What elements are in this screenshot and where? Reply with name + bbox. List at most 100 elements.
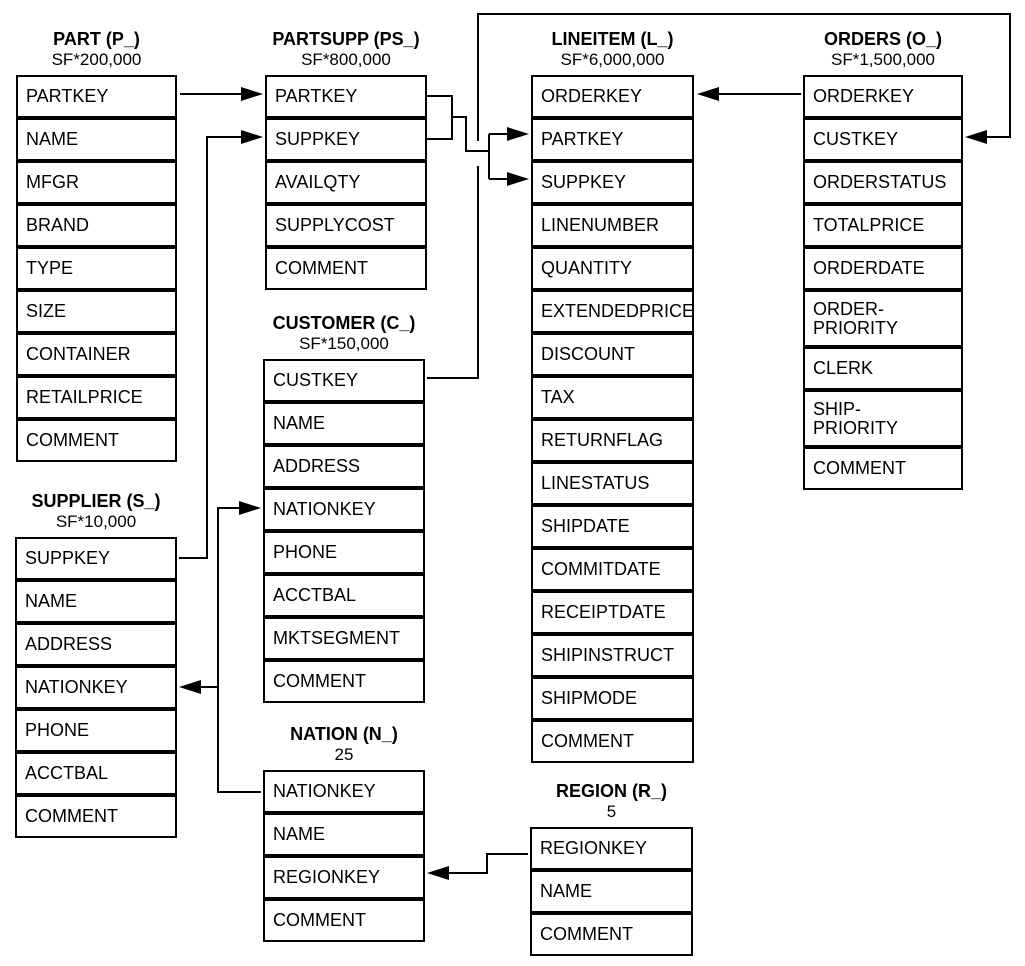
column-totalprice: TOTALPRICE [803,204,963,247]
column-suppkey: SUPPKEY [531,161,694,204]
arrow-nation-nationkey-to-customer-and-supplier [179,501,261,793]
table-title: REGION (R_) [555,781,667,801]
column-discount: DISCOUNT [531,333,694,376]
column-partkey: PARTKEY [531,118,694,161]
column-retailprice: RETAILPRICE [16,376,177,419]
table-title: CUSTOMER (C_) [272,313,416,333]
arrowhead-right-icon [239,501,261,515]
column-shipmode: SHIPMODE [531,677,694,720]
column-availqty: AVAILQTY [265,161,427,204]
table-cardinality: SF*200,000 [51,50,142,69]
column-address: ADDRESS [263,445,425,488]
arrow-region-regionkey-to-nation-regionkey [427,853,528,880]
column-type: TYPE [16,247,177,290]
column-extendedprice: EXTENDEDPRICE [531,290,694,333]
column-commitdate: COMMITDATE [531,548,694,591]
column-size: SIZE [16,290,177,333]
column-orderkey: ORDERKEY [531,75,694,118]
arrowhead-left-icon [427,866,449,880]
column-linenumber: LINENUMBER [531,204,694,247]
column-comment: COMMENT [15,795,177,838]
column-nationkey: NATIONKEY [263,770,425,813]
column-comment: COMMENT [803,447,963,490]
column-order-priority: ORDER- PRIORITY [803,290,963,347]
column-brand: BRAND [16,204,177,247]
column-phone: PHONE [263,531,425,574]
column-tax: TAX [531,376,694,419]
column-clerk: CLERK [803,347,963,390]
table-title: LINEITEM (L_) [551,29,674,49]
table-cardinality: SF*150,000 [299,334,389,353]
column-name: NAME [15,580,177,623]
column-shipinstruct: SHIPINSTRUCT [531,634,694,677]
column-ship-priority: SHIP- PRIORITY [803,390,963,447]
column-comment: COMMENT [265,247,427,290]
table-cardinality: SF*1,500,000 [831,50,935,69]
column-supplycost: SUPPLYCOST [265,204,427,247]
column-comment: COMMENT [263,899,425,942]
arrowhead-left-icon [697,87,719,101]
column-name: NAME [530,870,693,913]
arrowhead-right-icon [241,130,263,144]
column-address: ADDRESS [15,623,177,666]
arrow-supplier-suppkey-to-partsupp-suppkey [179,130,263,559]
arrowhead-left-icon [965,130,987,144]
column-name: NAME [263,402,425,445]
arrow-partsupp-keys-to-lineitem-keys [427,95,529,186]
column-suppkey: SUPPKEY [265,118,427,161]
column-orderstatus: ORDERSTATUS [803,161,963,204]
column-mfgr: MFGR [16,161,177,204]
column-returnflag: RETURNFLAG [531,419,694,462]
arrowhead-right-icon [507,127,529,141]
column-comment: COMMENT [531,720,694,763]
table-cardinality: SF*800,000 [301,50,391,69]
column-linestatus: LINESTATUS [531,462,694,505]
column-comment: COMMENT [530,913,693,956]
table-cardinality: SF*10,000 [55,512,137,531]
column-name: NAME [263,813,425,856]
column-acctbal: ACCTBAL [263,574,425,617]
table-cardinality: 25 [334,745,354,764]
column-orderkey: ORDERKEY [803,75,963,118]
column-suppkey: SUPPKEY [15,537,177,580]
table-title: ORDERS (O_) [823,29,942,49]
column-mktsegment: MKTSEGMENT [263,617,425,660]
table-title: PARTSUPP (PS_) [272,29,420,49]
column-container: CONTAINER [16,333,177,376]
column-acctbal: ACCTBAL [15,752,177,795]
column-partkey: PARTKEY [265,75,427,118]
column-shipdate: SHIPDATE [531,505,694,548]
arrowhead-right-icon [507,172,529,186]
column-quantity: QUANTITY [531,247,694,290]
arrow-orders-orderkey-to-lineitem-orderkey [697,87,801,101]
column-partkey: PARTKEY [16,75,177,118]
column-comment: COMMENT [263,660,425,703]
table-title: PART (P_) [53,29,140,49]
table-title: NATION (N_) [290,724,398,744]
arrowhead-right-icon [241,87,263,101]
column-regionkey: REGIONKEY [530,827,693,870]
column-custkey: CUSTKEY [263,359,425,402]
column-orderdate: ORDERDATE [803,247,963,290]
column-receiptdate: RECEIPTDATE [531,591,694,634]
table-cardinality: SF*6,000,000 [560,50,665,69]
column-nationkey: NATIONKEY [15,666,177,709]
arrowhead-left-icon [179,680,201,694]
column-custkey: CUSTKEY [803,118,963,161]
